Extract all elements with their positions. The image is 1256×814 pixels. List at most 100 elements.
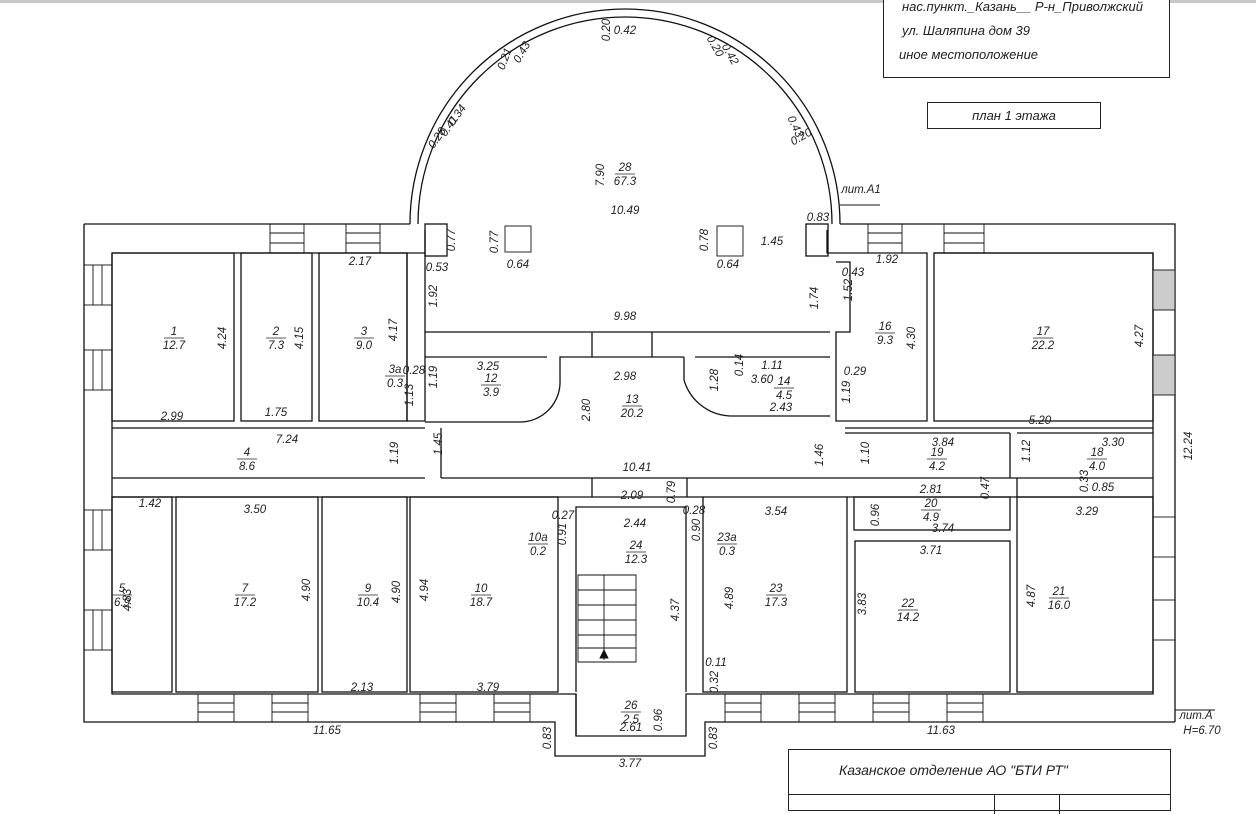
- room-number: 18: [1091, 447, 1104, 459]
- room-label: 22 14.2: [897, 598, 920, 624]
- room-area: 8.6: [239, 461, 256, 473]
- dimension-label: 3.71: [920, 545, 942, 557]
- dimension-label: 1.19: [389, 441, 401, 464]
- dimension-label: 0.83: [708, 726, 720, 749]
- dimension-label: 2.44: [623, 518, 646, 530]
- dimension-label: 4.87: [1026, 584, 1038, 607]
- dimension-label: 0.43: [512, 39, 534, 65]
- room-number: 2: [272, 326, 280, 338]
- dimension-label: 4.90: [301, 578, 313, 601]
- dimension-label: 0.77: [489, 230, 501, 253]
- address-line-settlement: нас.пункт._Казань__ Р-н_Приволжский: [902, 0, 1143, 14]
- dimension-label: 2.09: [620, 490, 644, 502]
- dimension-label: 0.96: [870, 503, 882, 526]
- room-number: 19: [931, 447, 944, 459]
- room-label: 717.2: [234, 583, 257, 609]
- dimension-label: H=6.70: [1183, 725, 1221, 737]
- dimension-label: 2.80: [581, 398, 593, 422]
- dimension-label: 0.43: [842, 267, 865, 279]
- dimension-label: 3.50: [244, 504, 267, 516]
- dimension-label: 10.49: [611, 205, 640, 217]
- dimension-label: 1.19: [428, 365, 440, 388]
- dimension-label: 0.77: [446, 228, 458, 251]
- dimension-label: 1.19: [841, 380, 853, 403]
- dimension-label: 3.54: [765, 506, 787, 518]
- dimension-label: 0.96: [653, 708, 665, 731]
- organization-name: Казанское отделение АО "БТИ РТ": [839, 762, 1068, 778]
- room-number: 13: [626, 394, 639, 406]
- room-number: 22: [901, 598, 915, 610]
- dimension-label: 0.79: [666, 480, 678, 503]
- dimension-label: 0.33: [1079, 469, 1091, 492]
- dimension-label: 11.65: [313, 725, 342, 737]
- room-label: 194.2: [927, 447, 947, 473]
- dimension-label: 10.41: [623, 462, 652, 474]
- room-area: 14.2: [897, 612, 920, 624]
- window-top-edge: [0, 0, 1256, 3]
- room-number: 10а: [528, 532, 547, 544]
- room-label: 39.0: [354, 326, 374, 352]
- room-area: 2.5: [622, 714, 640, 726]
- dimension-label: 1.11: [761, 360, 783, 372]
- dimension-label: 0.53: [426, 262, 449, 274]
- dimension-label: 1.46: [814, 443, 826, 466]
- dimension-label: 0.85: [1092, 482, 1115, 494]
- room-number: 9: [365, 583, 372, 595]
- room-area: 0.3: [719, 546, 736, 558]
- dimension-label: 1.13: [404, 383, 416, 406]
- room-area: 22.2: [1031, 340, 1055, 352]
- dimension-label: 3.74: [932, 523, 954, 535]
- dimension-label: 3.84: [932, 437, 954, 449]
- room-number: 21: [1052, 586, 1066, 598]
- room-area: 17.2: [234, 597, 257, 609]
- room-number: 26: [624, 700, 638, 712]
- dimension-label: 1.12: [1021, 439, 1033, 462]
- dimension-label: 4.30: [906, 326, 918, 349]
- room-label: 169.3: [875, 321, 895, 347]
- room-area: 0.2: [530, 546, 547, 558]
- room-area: 4.2: [929, 461, 946, 473]
- dimension-label: 0.83: [542, 726, 554, 749]
- room-label: 56.9: [112, 583, 132, 609]
- dimension-label: 0.27: [552, 510, 575, 522]
- room-number: 23: [769, 583, 783, 595]
- dimension-label: 0.64: [717, 259, 739, 271]
- dimension-label: 4.83: [122, 588, 134, 611]
- room-number: 24: [629, 540, 643, 552]
- dimension-label: 2.61: [619, 722, 642, 734]
- dimension-label: 4.90: [391, 580, 403, 603]
- dimension-label: 0.91: [557, 523, 569, 545]
- dimension-label: 0.32: [709, 670, 721, 693]
- dimension-label: 4.94: [419, 579, 431, 601]
- room-label: 204.9: [921, 498, 941, 524]
- room-number: 3: [361, 326, 368, 338]
- room-area: 10.4: [357, 597, 379, 609]
- dimension-label: 0.28: [683, 505, 706, 517]
- dimension-label: 1.45: [433, 432, 445, 455]
- dimension-label: 5.20: [1029, 415, 1052, 427]
- room-area: 4.5: [776, 390, 793, 402]
- dimension-label: 0.47: [980, 476, 992, 499]
- dimension-label: 2.17: [348, 256, 372, 268]
- windows: [83, 223, 1176, 723]
- dimension-label: 11.63: [927, 725, 956, 737]
- dimension-label: 7.24: [276, 434, 298, 446]
- dimension-label: 4.24: [217, 327, 229, 349]
- dimension-label: лит.А1: [840, 184, 881, 196]
- room-area: 16.0: [1048, 600, 1071, 612]
- room-area: 12.7: [163, 340, 186, 352]
- room-area: 9.3: [877, 335, 894, 347]
- staircase: [577, 574, 637, 663]
- room-area: 4.9: [923, 512, 940, 524]
- room-label: 144.5: [774, 376, 794, 402]
- room-number: 20: [924, 498, 938, 510]
- room-area: 0.3: [387, 378, 404, 390]
